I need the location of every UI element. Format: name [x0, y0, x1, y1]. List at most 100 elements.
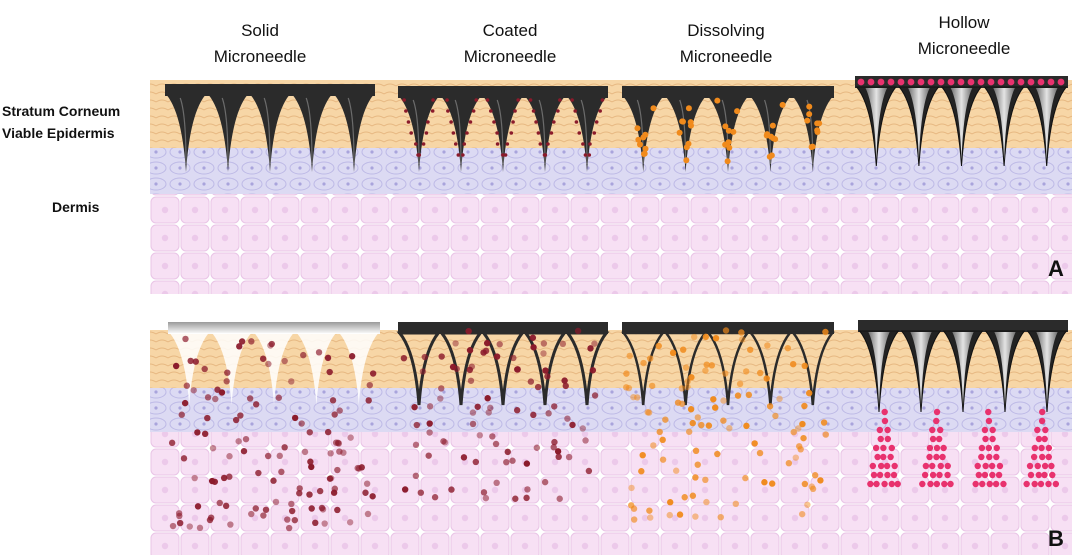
- drug-particle: [690, 420, 696, 426]
- drug-plume-dot: [996, 472, 1002, 478]
- drug-particle: [534, 445, 540, 451]
- drug-particle: [327, 450, 333, 456]
- drug-particle: [302, 449, 308, 455]
- drug-particle: [723, 327, 729, 333]
- drug-particle: [418, 489, 424, 495]
- coating-dot: [461, 153, 465, 157]
- drug-plume-dot: [1045, 481, 1051, 487]
- drug-particle: [688, 374, 694, 380]
- reservoir-drug-dot: [1018, 79, 1025, 86]
- drug-particle: [239, 338, 245, 344]
- drug-plume-dot: [1000, 481, 1006, 487]
- drug-particle: [426, 429, 432, 435]
- drug-particle: [730, 129, 736, 135]
- coating-dot: [495, 131, 499, 135]
- drug-particle: [806, 111, 812, 117]
- drug-particle: [347, 519, 353, 525]
- drug-particle: [169, 440, 175, 446]
- drug-particle: [265, 361, 271, 367]
- drug-particle: [733, 501, 739, 507]
- drug-particle: [551, 444, 557, 450]
- drug-plume-dot: [894, 481, 900, 487]
- drug-plume-dot: [993, 454, 999, 460]
- drug-particle: [467, 347, 473, 353]
- coating-dot: [426, 120, 430, 124]
- drug-particle: [226, 474, 232, 480]
- drug-particle: [714, 451, 720, 457]
- drug-particle: [401, 355, 407, 361]
- drug-plume-dot: [989, 472, 995, 478]
- drug-particle: [735, 392, 741, 398]
- drug-particle: [722, 370, 728, 376]
- drug-particle: [688, 406, 694, 412]
- drug-particle: [667, 512, 673, 518]
- drug-particle: [224, 369, 230, 375]
- drug-particle: [587, 345, 593, 351]
- drug-particle: [817, 477, 823, 483]
- label-dermis: Dermis: [52, 199, 100, 215]
- drug-plume-dot: [934, 481, 940, 487]
- coating-dot: [431, 109, 435, 113]
- drug-plume-dot: [923, 463, 929, 469]
- drug-particle: [337, 407, 343, 413]
- drug-plume-dot: [880, 454, 886, 460]
- drug-particle: [248, 338, 254, 344]
- drug-particle: [693, 448, 699, 454]
- reservoir-drug-dot: [908, 79, 915, 86]
- drug-particle: [673, 468, 679, 474]
- drug-particle: [248, 511, 254, 517]
- reservoir-drug-dot: [1028, 79, 1035, 86]
- drug-plume-dot: [1053, 481, 1059, 487]
- drug-particle: [695, 461, 701, 467]
- drug-particle: [764, 342, 770, 348]
- drug-plume-dot: [986, 418, 992, 424]
- drug-particle: [524, 460, 530, 466]
- drug-plume-dot: [877, 427, 883, 433]
- coating-dot: [457, 153, 461, 157]
- drug-particle: [515, 366, 521, 372]
- drug-particle: [494, 353, 500, 359]
- drug-plume-dot: [1036, 436, 1042, 442]
- drug-particle: [347, 434, 353, 440]
- drug-particle: [364, 480, 370, 486]
- drug-plume-dot: [1041, 436, 1047, 442]
- drug-particle: [190, 387, 196, 393]
- drug-particle: [182, 336, 188, 342]
- reservoir-drug-dot: [868, 79, 875, 86]
- drug-particle: [241, 448, 247, 454]
- coating-dot: [575, 120, 579, 124]
- drug-particle: [702, 367, 708, 373]
- drug-particle: [738, 329, 744, 335]
- drug-particle: [224, 378, 230, 384]
- drug-plume-dot: [945, 463, 951, 469]
- drug-particle: [702, 477, 708, 483]
- column-title-dissolving-line1: Dissolving: [687, 21, 764, 40]
- drug-particle: [286, 525, 292, 531]
- drug-particle: [177, 520, 183, 526]
- drug-particle: [714, 98, 720, 104]
- drug-particle: [647, 355, 653, 361]
- drug-particle: [367, 382, 373, 388]
- coating-dot: [445, 98, 449, 102]
- drug-plume-dot: [930, 472, 936, 478]
- coating-dot: [509, 131, 513, 135]
- drug-particle: [468, 378, 474, 384]
- drug-particle: [309, 505, 315, 511]
- drug-particle: [686, 105, 692, 111]
- drug-particle: [823, 431, 829, 437]
- drug-plume-dot: [873, 445, 879, 451]
- drug-particle: [170, 523, 176, 529]
- drug-particle: [195, 503, 201, 509]
- drug-particle: [709, 362, 715, 368]
- drug-particle: [317, 488, 323, 494]
- drug-particle: [542, 479, 548, 485]
- drug-particle: [649, 383, 655, 389]
- needle-base-plate: [168, 322, 380, 334]
- drug-particle: [298, 420, 304, 426]
- drug-particle: [677, 511, 683, 517]
- drug-particle: [720, 417, 726, 423]
- reservoir-drug-dot: [928, 79, 935, 86]
- drug-particle: [769, 480, 775, 486]
- drug-particle: [623, 370, 629, 376]
